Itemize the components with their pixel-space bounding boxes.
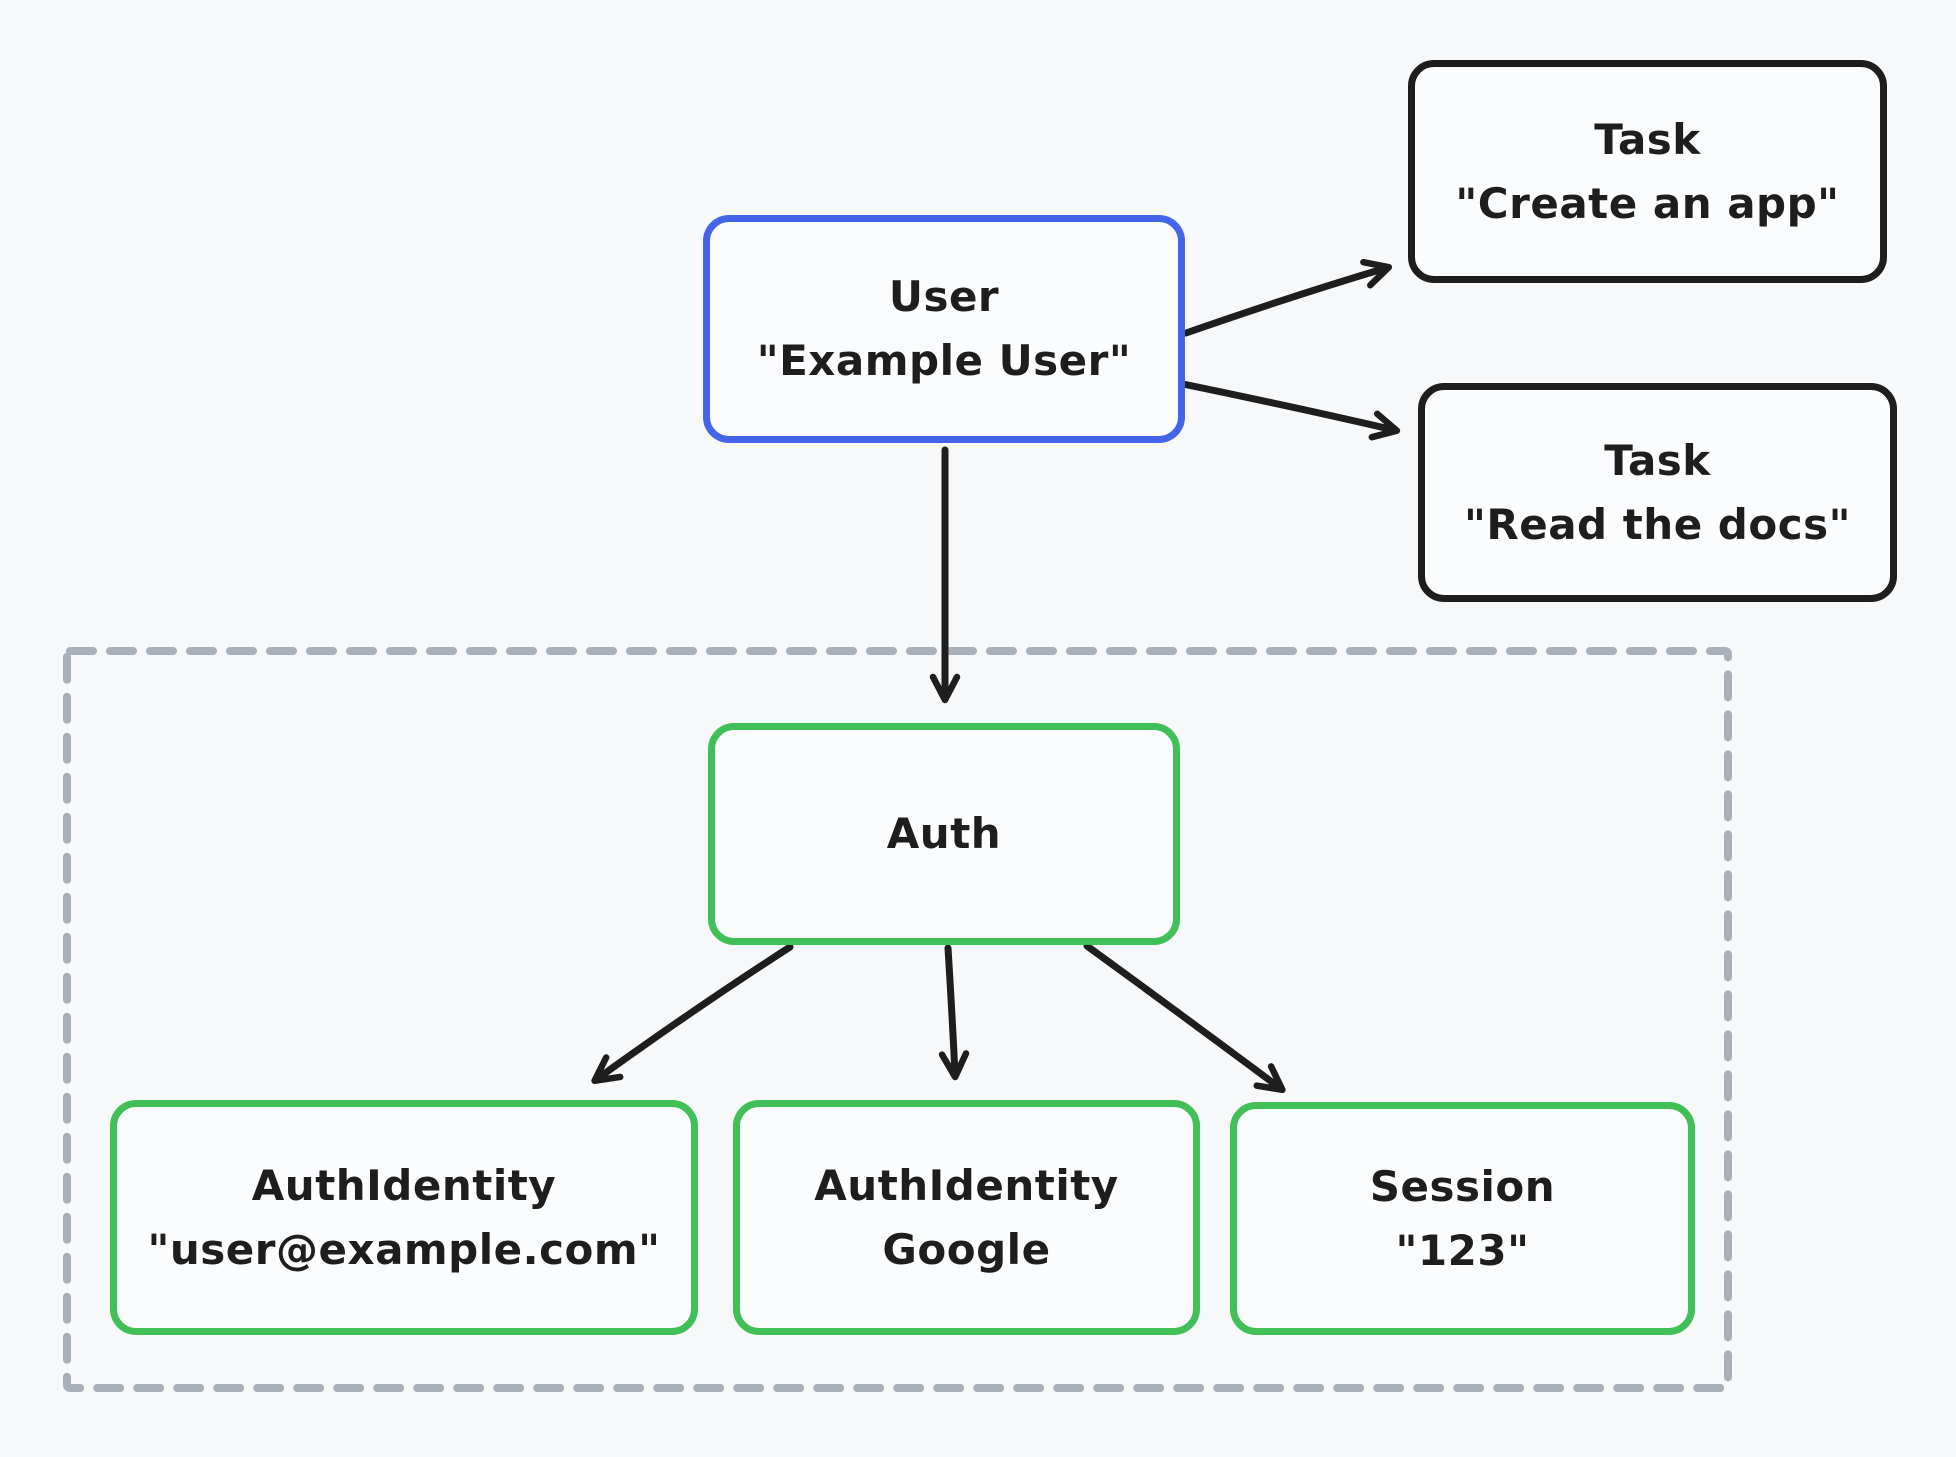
node-task-read-value: "Read the docs" <box>1463 499 1852 549</box>
node-task-create-value: "Create an app" <box>1455 178 1840 228</box>
node-auth-identity-email-value: "user@example.com" <box>147 1224 661 1274</box>
arrow-user-to-task-create[interactable] <box>1182 258 1393 337</box>
node-auth-type: Auth <box>886 809 1002 858</box>
arrow-auth-to-identity-google[interactable] <box>938 944 970 1081</box>
node-task-read-type: Task <box>1604 435 1711 485</box>
node-session-type: Session <box>1369 1161 1556 1211</box>
node-auth-identity-google[interactable]: AuthIdentity Google <box>733 1100 1200 1335</box>
node-user[interactable]: User "Example User" <box>703 215 1185 443</box>
node-auth-identity-email[interactable]: AuthIdentity "user@example.com" <box>110 1100 698 1335</box>
arrow-auth-to-identity-email[interactable] <box>591 943 794 1085</box>
node-user-type: User <box>888 272 1000 321</box>
node-auth-identity-google-type: AuthIdentity <box>814 1160 1119 1210</box>
node-task-create[interactable]: Task "Create an app" <box>1408 60 1887 283</box>
node-task-create-type: Task <box>1594 114 1701 164</box>
arrow-user-to-task-read[interactable] <box>1174 379 1401 441</box>
node-session[interactable]: Session "123" <box>1230 1102 1695 1335</box>
arrow-auth-to-session[interactable] <box>1083 942 1286 1094</box>
node-task-read[interactable]: Task "Read the docs" <box>1418 383 1897 602</box>
node-session-value: "123" <box>1395 1225 1530 1275</box>
node-user-value: "Example User" <box>756 336 1132 385</box>
auth-group-frame[interactable] <box>63 647 1732 1392</box>
node-auth-identity-google-value: Google <box>882 1224 1051 1274</box>
node-auth-identity-email-type: AuthIdentity <box>251 1160 557 1210</box>
node-auth[interactable]: Auth <box>708 723 1180 945</box>
